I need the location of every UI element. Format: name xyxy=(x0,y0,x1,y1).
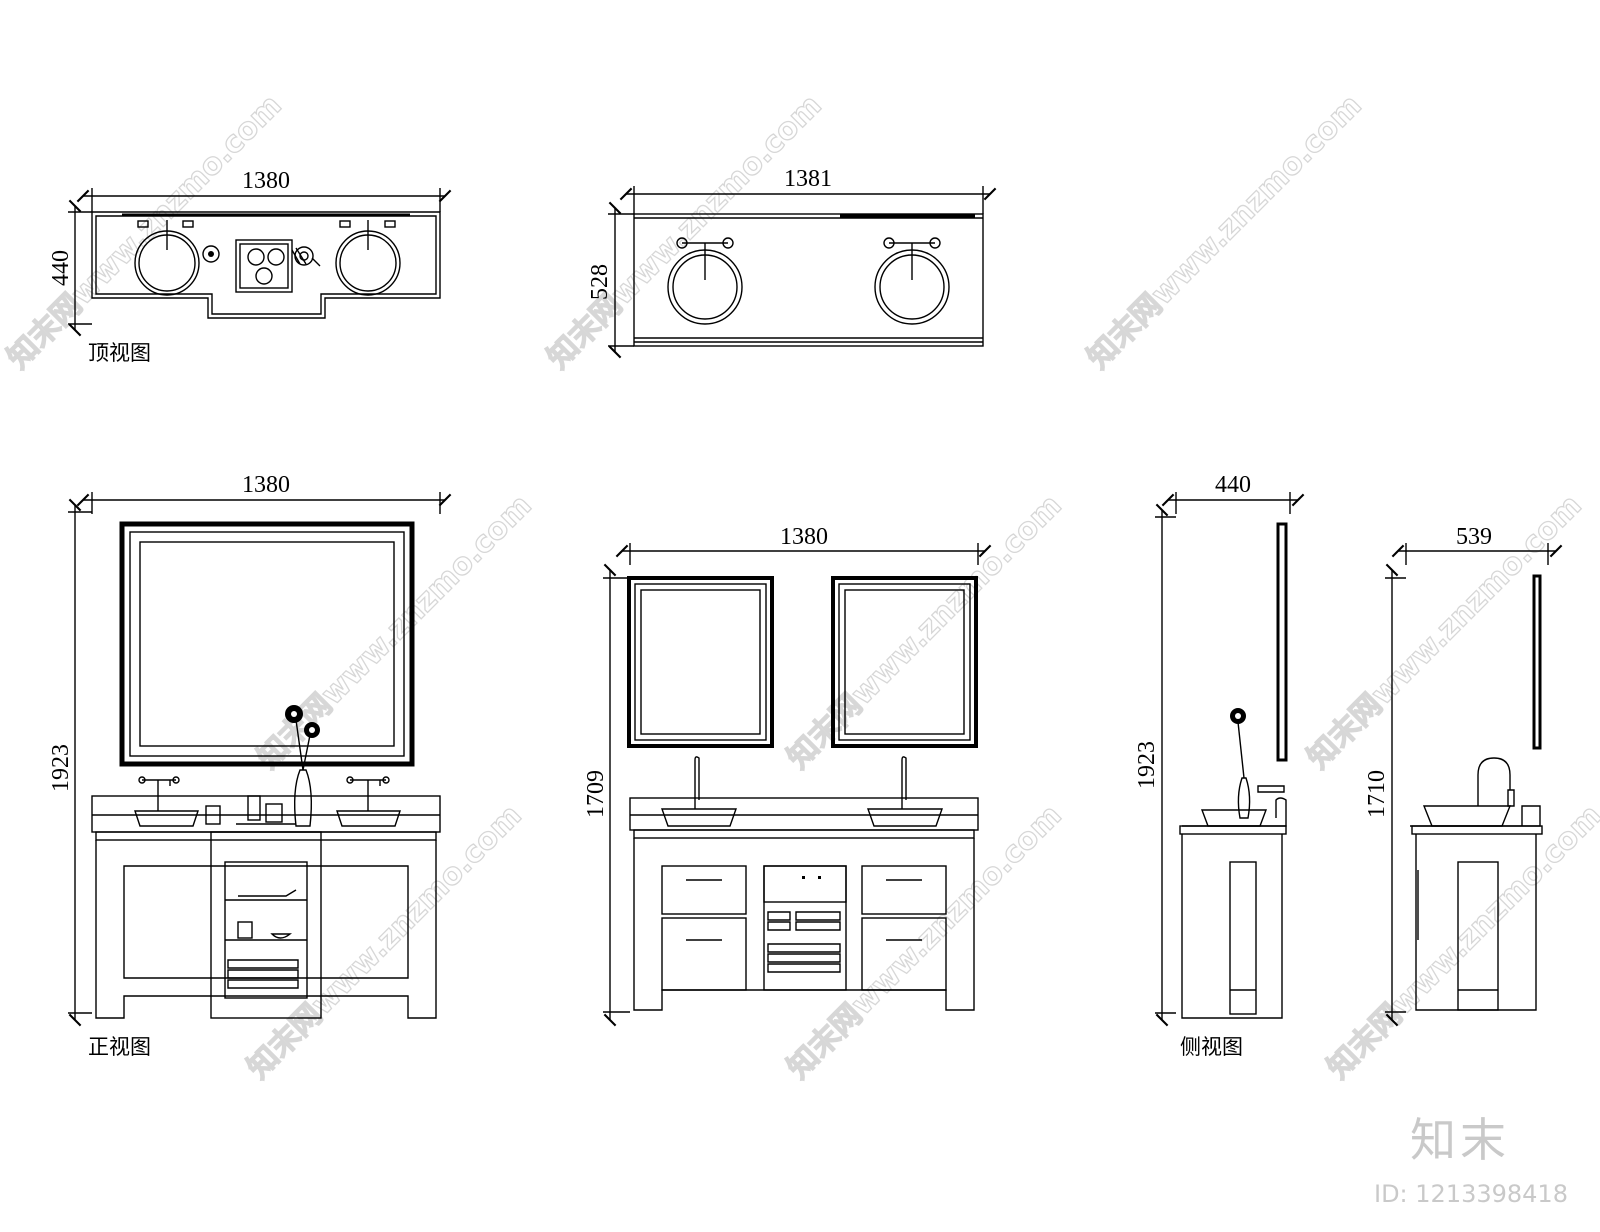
dim-top2-width: 1381 xyxy=(784,166,832,192)
watermark: 知末网www.znzmo.com xyxy=(1321,798,1600,1086)
front-view-1: 1380 1923 xyxy=(48,472,452,1059)
dim-top1-width: 1380 xyxy=(242,168,290,194)
dim-front2-width: 1380 xyxy=(780,524,828,550)
label-top-view: 顶视图 xyxy=(88,341,151,365)
brand-block: 知末 ID: 1213398418 xyxy=(1374,1113,1568,1208)
watermark: 知末网www.znzmo.com xyxy=(781,798,1069,1086)
label-side-view: 侧视图 xyxy=(1180,1035,1243,1059)
dim-top2-depth: 528 xyxy=(587,264,613,300)
brand-logo: 知末 xyxy=(1410,1113,1510,1167)
dim-top1-depth: 440 xyxy=(48,250,74,286)
label-front-view: 正视图 xyxy=(88,1035,151,1059)
dim-side1-depth: 440 xyxy=(1215,472,1251,498)
watermark: 知末网www.znzmo.com xyxy=(251,488,539,776)
front-view-2: 1380 1709 xyxy=(583,524,992,1027)
top-view-2: 1381 528 xyxy=(587,166,997,359)
watermark: 知末网www.znzmo.com xyxy=(1081,88,1369,376)
watermark: 知末网www.znzmo.com xyxy=(241,798,529,1086)
top-view-1: 1380 440 顶视图 xyxy=(48,168,452,365)
side-view-2: 539 1710 xyxy=(1364,524,1563,1027)
watermark: 知末网www.znzmo.com xyxy=(1,88,289,376)
dim-front1-height: 1923 xyxy=(48,744,74,792)
watermark: 知末网www.znzmo.com xyxy=(541,88,829,376)
dim-front2-height: 1709 xyxy=(583,770,609,818)
watermark-layer: 知末网www.znzmo.com 知末网www.znzmo.com 知末网www… xyxy=(0,87,1600,1086)
side-view-1: 440 1923 侧视图 xyxy=(1134,472,1305,1059)
dim-front1-width: 1380 xyxy=(242,472,290,498)
dim-side2-height: 1710 xyxy=(1364,770,1390,818)
dim-side1-height: 1923 xyxy=(1134,741,1160,789)
dim-side2-depth: 539 xyxy=(1456,524,1492,550)
watermark: 知末网www.znzmo.com xyxy=(1301,488,1589,776)
brand-id: ID: 1213398418 xyxy=(1374,1180,1568,1208)
